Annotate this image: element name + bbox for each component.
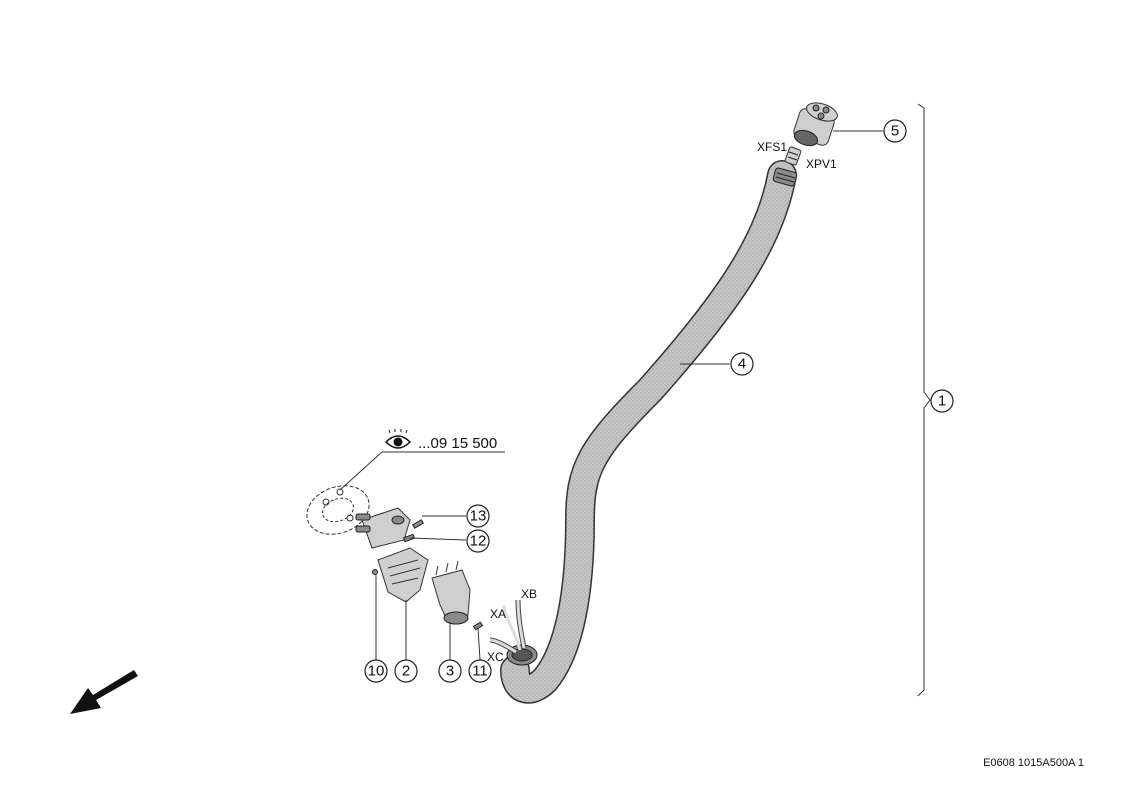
connector-label-xc: XC (487, 650, 504, 664)
direction-arrow-icon (70, 670, 138, 714)
callout-3: 3 (438, 659, 462, 683)
callout-4-label: 4 (738, 356, 746, 373)
small-connector (784, 146, 802, 166)
callout-12-label: 12 (470, 533, 487, 550)
screw-12 (402, 533, 416, 543)
callout-10: 10 (364, 659, 388, 683)
callout-5: 5 (883, 119, 907, 143)
washer-10 (372, 569, 378, 575)
callout-2-label: 2 (402, 663, 410, 680)
callout-12: 12 (466, 529, 490, 553)
mounting-flange (306, 485, 370, 535)
callout-1: 1 (930, 389, 954, 413)
leader-lines (339, 103, 931, 697)
connector-label-xfs1: XFS1 (757, 140, 787, 154)
screw-13 (411, 519, 425, 529)
connector-plug (793, 102, 838, 147)
callout-1-label: 1 (938, 393, 946, 410)
eye-icon (384, 429, 412, 449)
callout-10-label: 10 (368, 663, 385, 680)
callout-2: 2 (394, 659, 418, 683)
housing-upper (355, 507, 411, 549)
hose (500, 160, 798, 704)
connector-label-xa: XA (490, 607, 506, 621)
callout-5-label: 5 (891, 123, 899, 140)
callout-11: 11 (468, 659, 492, 683)
callout-11-label: 11 (472, 663, 488, 680)
hose-top-end (772, 167, 798, 187)
screw-11 (472, 621, 484, 631)
sleeve (431, 560, 471, 625)
callout-4: 4 (730, 352, 754, 376)
callout-13: 13 (466, 504, 490, 528)
drawing-code: E0608 1015A500A 1 (983, 757, 1084, 769)
wire-bundle (489, 599, 527, 655)
bracket (377, 547, 429, 603)
callout-3-label: 3 (446, 663, 454, 680)
see-reference-text: ...09 15 500 (418, 435, 497, 452)
connector-label-xb: XB (521, 587, 537, 601)
connector-label-xpv1: XPV1 (806, 157, 837, 171)
callout-13-label: 13 (470, 508, 487, 525)
